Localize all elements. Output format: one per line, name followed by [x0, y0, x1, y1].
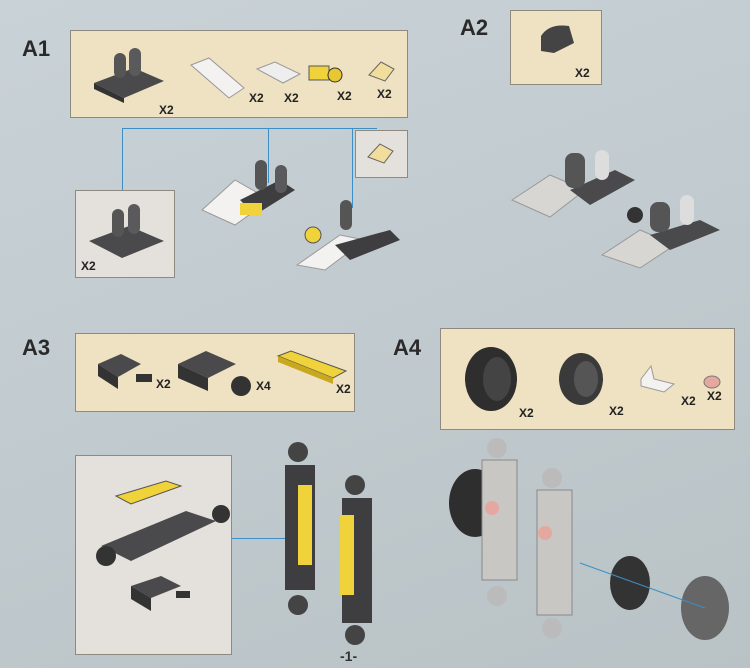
part-qty: X2: [249, 91, 264, 105]
yellow-plate-part: [276, 350, 348, 384]
wheel-rim-part: [559, 353, 603, 405]
page-number: -1-: [340, 648, 358, 664]
part-qty: X2: [337, 89, 352, 103]
part-qty: X2: [681, 394, 696, 408]
tan-slope-callout: [355, 130, 408, 178]
part-qty: X2: [284, 91, 299, 105]
tan-slope-part: [367, 143, 394, 164]
a3-assembly: [285, 442, 372, 645]
parts-panel-a4: X2 X2 X2 X2: [440, 328, 735, 430]
part-qty: X2: [159, 103, 174, 117]
part-qty: X2: [519, 406, 534, 420]
plate-with-clip-part: [94, 48, 164, 103]
step-label-a3: A3: [22, 335, 51, 360]
red-round-plate-part: [703, 375, 721, 389]
a1-assembly-step-2: [295, 200, 400, 271]
parts-panel-a3: X2 X4 X2: [75, 333, 355, 412]
curved-slope-part: [541, 25, 574, 53]
parts-panel-a1: X2 X2 X2 X2 X2: [70, 30, 408, 118]
white-bracket-part: [640, 364, 676, 393]
part-qty: X2: [575, 66, 590, 80]
a2-assembly-1: [510, 150, 635, 218]
step-label-a2: A2: [460, 15, 489, 40]
subassembly-qty: X2: [81, 259, 96, 273]
subassembly-box-a1: X2: [75, 190, 175, 278]
part-qty: X2: [707, 389, 722, 403]
part-qty: X2: [377, 87, 392, 101]
part-qty: X2: [609, 404, 624, 418]
step-label-a1: A1: [22, 36, 51, 61]
parts-panel-a2: X2: [510, 10, 602, 85]
plate-with-clip-part: [89, 204, 164, 258]
tan-slope-part: [368, 61, 395, 82]
part-qty: X4: [256, 379, 271, 393]
part-qty: X2: [156, 377, 171, 391]
a2-assembly-2: [600, 195, 720, 269]
subassembly-box-a3: [75, 455, 232, 655]
yellow-wheel-holder-part: [308, 65, 343, 83]
grille-tile-part: [255, 61, 302, 84]
a4-assembly: [449, 438, 729, 640]
a1-assembly-step-1: [201, 160, 295, 226]
a3-exploded-view: [96, 480, 230, 611]
part-qty: X2: [336, 382, 351, 396]
step-label-a4: A4: [393, 335, 422, 360]
plate-with-pin-part: [98, 354, 152, 389]
plate-with-ball-part: [178, 351, 251, 396]
tire-part: [465, 347, 517, 411]
white-slope-part: [190, 57, 245, 99]
